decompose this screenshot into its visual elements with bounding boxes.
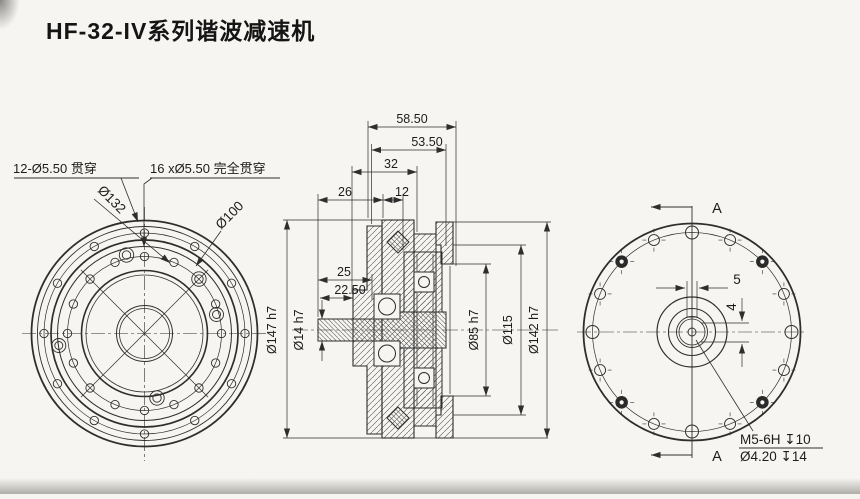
bolt-hole: [760, 400, 765, 405]
dim-width-26: 26: [338, 185, 352, 199]
photo-corner-shadow: [0, 0, 20, 30]
bolt-hole: [240, 328, 250, 339]
bolt-hole: [191, 271, 207, 287]
wave-generator: [403, 251, 443, 409]
front-outer-holes: [39, 228, 250, 439]
dim-dia-142: Ø142 h7: [527, 306, 541, 354]
bolt-hole: [110, 257, 120, 268]
bolt-hole: [594, 364, 607, 377]
bolt-hole: [85, 383, 95, 393]
bolt-hole: [194, 274, 204, 284]
dim-width-32: 32: [384, 157, 398, 171]
front-inner-holes: [62, 251, 227, 416]
bolt-hole: [139, 251, 150, 262]
bolt-hole: [585, 325, 600, 339]
bolt-hole: [139, 405, 150, 416]
dim-inner-bolt-circle: Ø100: [213, 198, 247, 232]
dim-dia-85: Ø85 h7: [467, 309, 481, 350]
bolt-hole: [210, 358, 221, 368]
bolt-hole: [110, 399, 120, 410]
dim-width-58: 58.50: [396, 112, 427, 126]
front-view: 12-Ø5.50 贯穿 16 xØ5.50 完全贯穿 Ø132 Ø100: [13, 161, 280, 461]
shaft-bearings: [373, 293, 401, 367]
thread-note-leader: [695, 339, 754, 432]
bolt-hole: [594, 287, 607, 300]
bolt-hole: [89, 241, 99, 252]
bolt-hole: [226, 379, 237, 389]
bolt-hole: [619, 259, 624, 264]
bolt-hole: [52, 278, 63, 288]
dim-key-width: 5: [733, 272, 741, 287]
front-inner-holes-label: 16 xØ5.50 完全贯穿: [150, 161, 266, 176]
thread-note: M5-6H ↧10: [740, 432, 811, 447]
photo-bottom-shadow: [0, 478, 860, 494]
bolt-hole: [619, 400, 624, 405]
pilot-note: Ø4.20 ↧14: [740, 449, 807, 464]
bolt-hole: [139, 429, 150, 439]
section-dimensions: [283, 121, 551, 439]
bolt-hole: [194, 383, 204, 393]
bolt-hole: [760, 259, 765, 264]
cross-roller-bearings: [386, 230, 410, 430]
bolt-hole: [647, 234, 660, 247]
bolt-hole: [216, 328, 227, 339]
input-shaft-section: [317, 318, 375, 342]
dim-width-25: 25: [337, 265, 351, 279]
bolt-hole: [777, 287, 790, 300]
bolt-hole: [89, 415, 99, 426]
dim-dia-14: Ø14 h7: [292, 309, 306, 350]
bolt-hole: [190, 241, 200, 252]
section-view: 58.50 53.50 32 26 12 25 22.50 Ø14 h7 Ø14…: [265, 112, 558, 439]
dim-width-12: 12: [395, 185, 409, 199]
dim-outer-bolt-circle: Ø132: [95, 183, 129, 217]
bolt-hole: [226, 278, 237, 288]
bolt-hole: [85, 274, 95, 284]
bolt-hole: [68, 358, 79, 368]
bolt-hole: [169, 399, 179, 410]
bolt-hole: [139, 228, 150, 238]
dim-width-22: 22.50: [334, 283, 365, 297]
dim-dia-147: Ø147 h7: [265, 306, 279, 354]
bolt-hole: [39, 328, 49, 339]
bolt-hole: [777, 364, 790, 377]
bolt-hole: [68, 299, 79, 309]
side-dimensions: [656, 281, 749, 367]
dim-dia-115: Ø115: [501, 315, 515, 345]
dowel-pins: [51, 247, 224, 406]
bolt-hole: [724, 417, 737, 430]
bolt-hole: [210, 299, 221, 309]
bolt-hole: [62, 328, 73, 339]
dim-key-depth: 4: [724, 303, 739, 311]
dim-width-53: 53.50: [411, 135, 442, 149]
side-section-label-bottom: A: [712, 449, 722, 465]
front-outer-holes-label: 12-Ø5.50 贯穿: [13, 161, 97, 176]
bolt-hole: [52, 379, 63, 389]
bolt-hole: [647, 417, 660, 430]
side-view: A A 5 4 M5-6H ↧10 Ø4.20 ↧14: [577, 201, 823, 465]
bolt-hole: [190, 415, 200, 426]
drawing-title: HF-32-IV系列谐波减速机: [46, 18, 316, 44]
bolt-hole: [784, 325, 799, 339]
side-section-label-top: A: [712, 201, 722, 217]
bolt-hole: [724, 234, 737, 247]
